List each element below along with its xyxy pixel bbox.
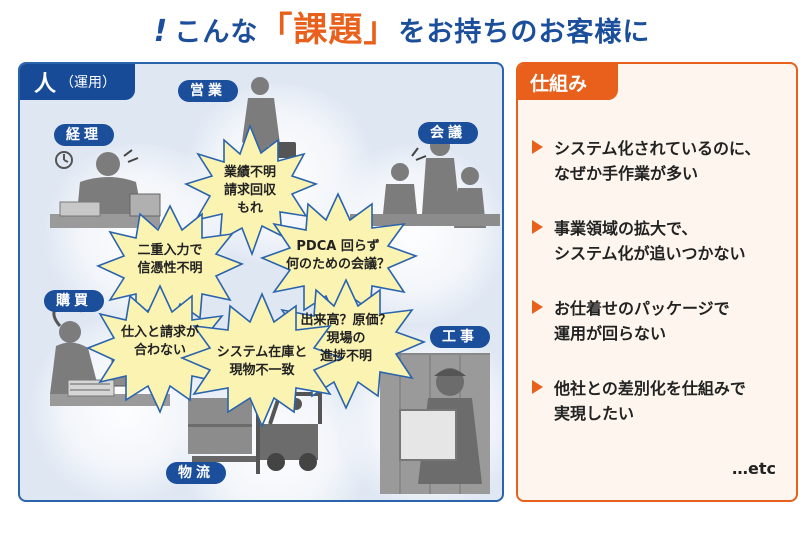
bullet-triangle-icon (532, 140, 543, 154)
accountant-silhouette (50, 149, 161, 228)
issue-item: システム化されているのに、 なぜか手作業が多い (532, 136, 792, 186)
burst-text-left-upper: 二重入力で 信憑性不明 (137, 243, 203, 276)
burst-text-right-lower: 出来高？原価？ 現場の 進捗不明 (300, 313, 392, 364)
people-operation-panel: 人（運用） 営業 経理 会議 購買 工事 物流 業績不明 請求回収 もれ 二重入… (18, 62, 504, 502)
burst-text-center-top: 業績不明 請求回収 もれ (223, 165, 276, 216)
dept-label-purchasing: 購買 (44, 290, 104, 312)
dept-label-logistics: 物流 (166, 462, 226, 484)
construction-worker-silhouette (380, 353, 490, 494)
problem-burst-center-top (183, 123, 319, 257)
title-highlight: 「課題」 (258, 10, 399, 50)
problem-burst-center-bottom (179, 291, 345, 429)
mechanism-tab: 仕組み (518, 64, 618, 100)
dept-label-sales: 営業 (178, 80, 238, 102)
issue-item: 他社との差別化を仕組みで 実現したい (532, 376, 792, 426)
forklift-silhouette (188, 392, 322, 474)
exclamation-icon: ! (153, 14, 169, 49)
tab-subtitle-operation: （運用） (60, 75, 117, 91)
bullet-triangle-icon (532, 300, 543, 314)
etc-note: …etc (732, 459, 776, 478)
dept-label-accounting: 経理 (54, 124, 114, 146)
title-post: をお持ちのお客様に (398, 17, 651, 48)
burst-text-right-upper: PDCA 回らず 何のための会議？ (285, 239, 390, 272)
title-pre: こんな (174, 17, 259, 48)
page-title: !こんな「課題」をお持ちのお客様に (0, 10, 804, 53)
issue-item: 事業領域の拡大で、 システム化が追いつかない (532, 216, 792, 266)
mechanism-panel: 仕組み システム化されているのに、 なぜか手作業が多い 事業領域の拡大で、 シス… (516, 62, 798, 502)
dept-label-meeting: 会議 (418, 122, 478, 144)
meeting-silhouette (350, 136, 500, 228)
problem-burst-right-lower (267, 278, 427, 410)
bullet-triangle-icon (532, 220, 543, 234)
burst-text-center-bottom: システム在庫と 現物不一致 (216, 345, 308, 378)
issue-item: お仕着せのパッケージで 運用が回らない (532, 296, 792, 346)
burst-text-left-lower: 仕入と請求が 合わない (120, 325, 199, 358)
illustration-layer (50, 77, 500, 494)
problem-burst-left-lower (85, 284, 235, 415)
bullet-triangle-icon (532, 380, 543, 394)
tab-title-people: 人 (34, 72, 57, 97)
people-operation-tab: 人（運用） (20, 64, 135, 100)
dept-label-construction: 工事 (430, 326, 490, 348)
